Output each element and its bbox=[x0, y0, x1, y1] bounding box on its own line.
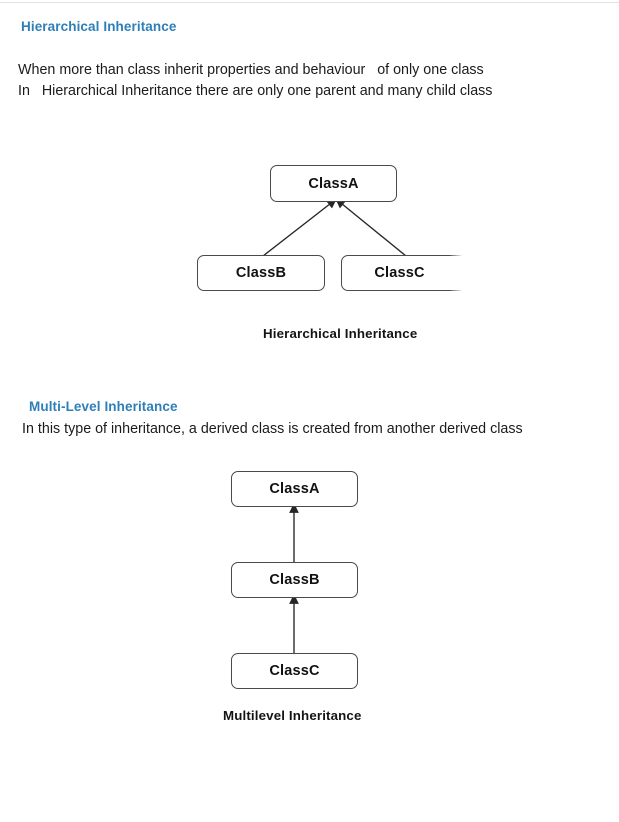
node-label: ClassB bbox=[269, 572, 320, 588]
paragraph-line: When more than class inherit properties … bbox=[18, 62, 484, 78]
paragraph-line: In this type of inheritance, a derived c… bbox=[22, 421, 523, 437]
node-classa-multilevel[interactable]: ClassA bbox=[231, 471, 358, 507]
caption-multilevel-inheritance: Multilevel Inheritance bbox=[223, 708, 362, 723]
caption-hierarchical-inheritance: Hierarchical Inheritance bbox=[263, 326, 418, 341]
paragraph-line: In Hierarchical Inheritance there are on… bbox=[18, 82, 493, 99]
diagram-hierarchical-inheritance: ClassA ClassB ClassC Hierarchical Inheri… bbox=[0, 0, 619, 350]
paragraph-hierarchical: When more than class inherit properties … bbox=[18, 60, 492, 101]
node-label: ClassA bbox=[269, 481, 320, 497]
edge-classb-to-classa bbox=[262, 198, 337, 257]
page-top-rule bbox=[0, 2, 619, 3]
node-classb-hierarchical[interactable]: ClassB bbox=[197, 255, 325, 291]
node-classa-hierarchical[interactable]: ClassA bbox=[270, 165, 397, 202]
node-classc-multilevel[interactable]: ClassC bbox=[231, 653, 358, 689]
node-label: ClassA bbox=[308, 175, 359, 192]
node-label: ClassB bbox=[235, 265, 287, 281]
node-label: ClassC bbox=[269, 663, 320, 679]
section-heading-hierarchical: Hierarchical Inheritance bbox=[21, 19, 177, 34]
node-label: ClassC bbox=[374, 265, 425, 281]
node-classc-hierarchical[interactable]: ClassC bbox=[341, 253, 471, 293]
paragraph-multilevel: In this type of inheritance, a derived c… bbox=[22, 419, 523, 440]
diagram-multilevel-inheritance: ClassA ClassB ClassC Multilevel Inherita… bbox=[0, 440, 619, 740]
node-classb-multilevel[interactable]: ClassB bbox=[231, 562, 358, 598]
edge-classc-to-classa bbox=[335, 198, 407, 257]
section-heading-multilevel: Multi-Level Inheritance bbox=[29, 399, 178, 414]
